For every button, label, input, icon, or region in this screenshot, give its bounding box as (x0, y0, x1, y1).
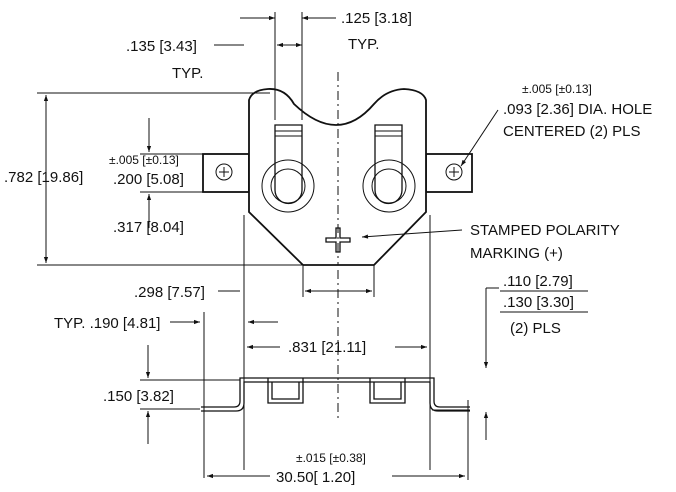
lead-max-label: .130 [3.30] (503, 294, 574, 311)
height-label: .782 [19.86] (4, 169, 83, 186)
right-mounting-hole (445, 163, 463, 181)
slot-width-typ: TYP. (348, 36, 379, 53)
hole-callout-line2: CENTERED (2) PLS (503, 123, 641, 140)
tab-height-label: .200 [5.08] (113, 171, 184, 188)
strip-width-typ: TYP. (172, 65, 203, 82)
lead-min-label: .110 [2.79] (503, 273, 573, 290)
lead-typ-label: TYP. .190 [4.81] (54, 315, 160, 332)
tab-tolerance: ±.005 [±0.13] (109, 153, 179, 167)
strip-width-label: .135 [3.43] (126, 38, 197, 55)
polarity-callout-line2: MARKING (+) (470, 245, 563, 262)
bottom-flat-label: .298 [7.57] (134, 284, 205, 301)
left-mounting-tab (202, 153, 250, 193)
slot-width-label: .125 [3.18] (341, 10, 412, 27)
side-height-label: .150 [3.82] (103, 388, 174, 405)
hole-tolerance: ±.005 [±0.13] (522, 82, 592, 96)
left-mounting-hole (215, 163, 233, 181)
polarity-plus-marking (325, 227, 351, 253)
overall-width-label: 30.50[ 1.20] (276, 469, 355, 486)
overall-tolerance: ±.015 [±0.38] (296, 451, 366, 465)
tab-offset-label: .317 [8.04] (113, 219, 184, 236)
holder-body-outline (248, 88, 427, 266)
body-width-label: .831 [21.11] (288, 339, 366, 356)
lead-pls-label: (2) PLS (510, 320, 561, 337)
hole-callout-line1: .093 [2.36] DIA. HOLE (503, 101, 652, 118)
polarity-callout-line1: STAMPED POLARITY (470, 222, 620, 239)
